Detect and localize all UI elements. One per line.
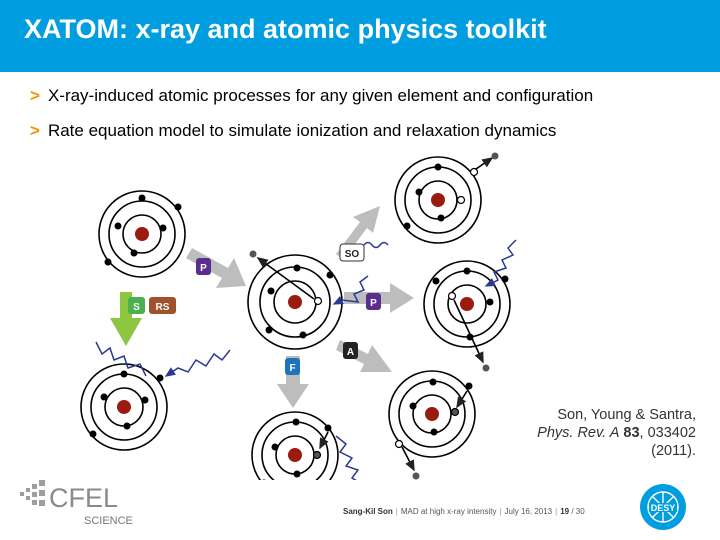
svg-text:SO: SO [345, 249, 360, 260]
desy-wordmark: DESY [651, 503, 676, 513]
citation-year: (2011). [651, 443, 696, 459]
label-photo-second: P [366, 293, 381, 310]
svg-text:P: P [370, 298, 377, 309]
bullet-item: > Rate equation model to simulate ionizat… [30, 121, 556, 141]
cfel-wordmark: CFEL [49, 483, 118, 513]
footer-date: July 16, 2013 [504, 507, 553, 516]
label-shake: S [128, 297, 145, 314]
footer-total: / 30 [571, 507, 585, 516]
xray-photon-1 [363, 241, 389, 249]
atom-core-hole [247, 250, 343, 350]
footer-author: Sang-Kil Son [343, 507, 393, 516]
title-bar: XATOM: x-ray and atomic physics toolkit [0, 0, 720, 72]
svg-text:P: P [200, 263, 207, 274]
label-fluorescence: F [285, 358, 300, 375]
footer: Sang-Kil Son|MAD at high x-ray intensity… [343, 507, 585, 516]
label-auger: A [343, 342, 358, 359]
label-relaxation-shake: RS [149, 297, 176, 314]
atom-auger [388, 370, 476, 480]
atom-ground [98, 190, 186, 278]
svg-text:S: S [133, 302, 140, 313]
xray-photon-4 [95, 341, 147, 377]
arrow-fluorescence [277, 356, 309, 408]
atom-shakeoff [394, 152, 499, 244]
arrow-photoionization [186, 248, 246, 288]
atom-double-core-hole [423, 260, 511, 372]
label-photoionization: P [196, 258, 211, 275]
bullet-item: > X-ray-induced atomic processes for any … [30, 86, 593, 106]
bullet-text: X-ray-induced atomic processes for any g… [47, 86, 594, 105]
citation-journal-line: Phys. Rev. A 83, 033402 [537, 424, 696, 442]
footer-page: 19 [560, 507, 570, 516]
svg-text:F: F [289, 363, 295, 374]
citation-volume: 83 [623, 425, 640, 441]
xray-photon-2 [332, 275, 369, 305]
atom-shake [80, 363, 168, 451]
citation-article: , 033402 [639, 425, 696, 441]
svg-text:RS: RS [156, 302, 170, 313]
bullet-text: Rate equation model to simulate ionizati… [47, 121, 557, 140]
xray-photon-3 [484, 239, 517, 287]
label-shakeoff: SO [339, 243, 365, 262]
bullet-marker: > [30, 121, 40, 140]
citation: Son, Young & Santra, Phys. Rev. A 83, 03… [537, 406, 696, 460]
atomic-process-diagram: P S RS SO P A F [80, 152, 517, 480]
atom-fluorescence [251, 411, 339, 480]
citation-journal: Phys. Rev. A [537, 425, 620, 441]
cfel-science: SCIENCE [84, 515, 133, 527]
xray-photon-6 [335, 435, 360, 480]
slide-title: XATOM: x-ray and atomic physics toolkit [24, 14, 547, 44]
desy-logo: DESY [640, 484, 686, 530]
xray-photon-5 [164, 349, 231, 377]
svg-text:A: A [347, 347, 354, 358]
footer-event: MAD at high x-ray intensity [400, 507, 497, 516]
citation-authors: Son, Young & Santra, [557, 407, 696, 423]
bullet-marker: > [30, 86, 40, 105]
arrow-shake [110, 292, 142, 346]
cfel-logo: CFEL SCIENCE [20, 480, 133, 527]
